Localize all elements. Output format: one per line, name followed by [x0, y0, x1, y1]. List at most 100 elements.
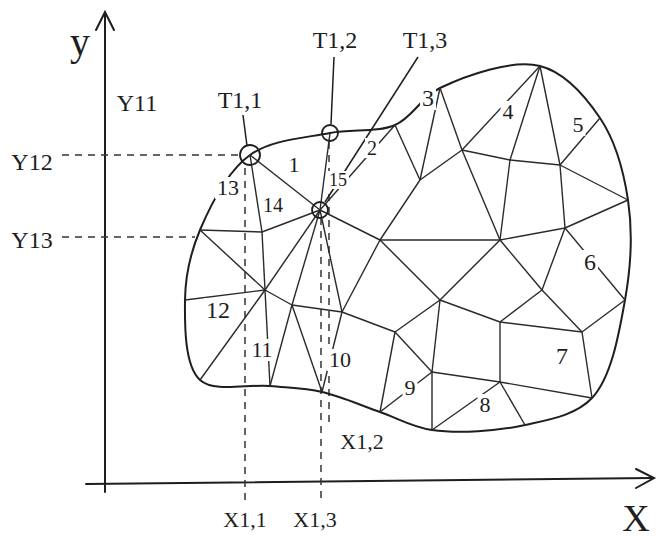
- element-number: 6: [582, 250, 598, 274]
- coordinate-label: X1,1: [221, 509, 268, 531]
- mesh-edge: [542, 290, 582, 332]
- leader-lines: [243, 57, 418, 202]
- mesh-edge: [440, 88, 462, 150]
- node-circle: [322, 125, 338, 141]
- coordinate-label: X1,2: [338, 431, 385, 453]
- mesh-edge: [500, 322, 582, 332]
- dashed-line: [62, 236, 195, 238]
- coordinate-label: X1,3: [291, 509, 338, 531]
- element-number: 9: [403, 377, 418, 399]
- element-number: 12: [204, 298, 232, 322]
- element-number: 4: [501, 101, 516, 123]
- mesh-edge: [500, 382, 592, 398]
- axes: [86, 12, 654, 492]
- y-axis: [104, 14, 106, 492]
- mesh-edge: [440, 300, 500, 322]
- coordinate-label: Y13: [9, 228, 54, 252]
- mesh-edge: [560, 165, 628, 200]
- mesh-edge: [292, 305, 342, 312]
- axis-label: y: [68, 22, 92, 62]
- dashed-line: [62, 154, 238, 156]
- mesh-edge: [395, 125, 420, 180]
- mesh-edge: [265, 290, 292, 305]
- mesh-edge: [500, 228, 565, 240]
- point-label: T1,2: [311, 28, 360, 52]
- mesh-edge: [380, 372, 432, 412]
- node-circle: [312, 202, 328, 218]
- mesh-edge: [542, 228, 565, 290]
- dashed-line: [320, 218, 322, 500]
- mesh-edge: [432, 372, 500, 382]
- dashed-line: [244, 168, 246, 500]
- mesh-edge: [462, 150, 510, 160]
- mesh-edge: [440, 240, 500, 300]
- mesh-edge: [380, 240, 440, 300]
- mesh: [185, 64, 631, 431]
- mesh-edge: [342, 240, 380, 312]
- mesh-edge: [462, 66, 540, 150]
- mesh-edge: [432, 382, 500, 430]
- element-number: 2: [365, 138, 379, 158]
- mesh-edge: [265, 210, 320, 290]
- mesh-edge: [342, 312, 395, 332]
- mesh-edge: [420, 150, 462, 180]
- domain-outline: [185, 64, 631, 431]
- mesh-edge: [200, 230, 265, 290]
- mesh-edge: [380, 180, 420, 240]
- mesh-edge: [431, 372, 432, 430]
- mesh-edge: [500, 240, 542, 290]
- mesh-edge: [500, 160, 510, 240]
- mesh-edge: [565, 228, 625, 300]
- mesh-edge: [200, 290, 265, 380]
- element-number: 3: [420, 86, 436, 110]
- leader-line: [243, 115, 247, 146]
- mesh-edge: [462, 150, 500, 240]
- projection-lines: [62, 142, 329, 500]
- mesh-edge: [499, 322, 500, 382]
- mesh-edge: [262, 232, 265, 290]
- mesh-edge: [250, 155, 262, 232]
- mesh-edge: [320, 210, 342, 312]
- element-number: 1: [287, 154, 302, 176]
- y-axis-arrow: [96, 12, 114, 30]
- mesh-edge: [395, 332, 432, 372]
- x-axis-arrow: [636, 469, 654, 488]
- coordinate-label: Y11: [115, 91, 159, 115]
- mesh-edge: [500, 382, 525, 425]
- element-number: 13: [215, 177, 241, 199]
- element-number: 7: [554, 344, 570, 368]
- mesh-edge: [265, 290, 270, 386]
- mesh-edge: [582, 300, 625, 332]
- mesh-edge: [395, 300, 440, 332]
- leader-line: [325, 57, 418, 202]
- x-axis: [86, 478, 652, 484]
- mesh-edge: [320, 210, 380, 240]
- mesh-edge: [500, 290, 542, 322]
- coordinate-label: Y12: [9, 150, 54, 174]
- mesh-edge: [540, 66, 560, 165]
- mesh-edge: [582, 332, 592, 398]
- mesh-edge: [380, 239, 500, 240]
- mesh-edge: [200, 230, 262, 232]
- mesh-edge: [320, 125, 395, 210]
- mesh-edge: [292, 210, 320, 305]
- element-number: 15: [327, 171, 349, 189]
- mesh-edge: [565, 200, 628, 228]
- element-number: 14: [261, 195, 285, 215]
- element-number: 8: [478, 394, 493, 416]
- mesh-edge: [432, 300, 440, 372]
- element-number: 10: [327, 349, 353, 371]
- element-number: 5: [571, 114, 586, 136]
- point-label: T1,1: [216, 88, 265, 112]
- element-number: 11: [249, 339, 274, 361]
- mesh-edge: [292, 305, 322, 392]
- point-label: T1,3: [401, 28, 450, 52]
- mesh-edge: [380, 332, 395, 412]
- node-markers: [240, 125, 338, 218]
- mesh-edge: [560, 165, 565, 228]
- mesh-edge: [510, 160, 560, 165]
- axis-label: X: [620, 499, 651, 537]
- node-circle: [240, 145, 260, 165]
